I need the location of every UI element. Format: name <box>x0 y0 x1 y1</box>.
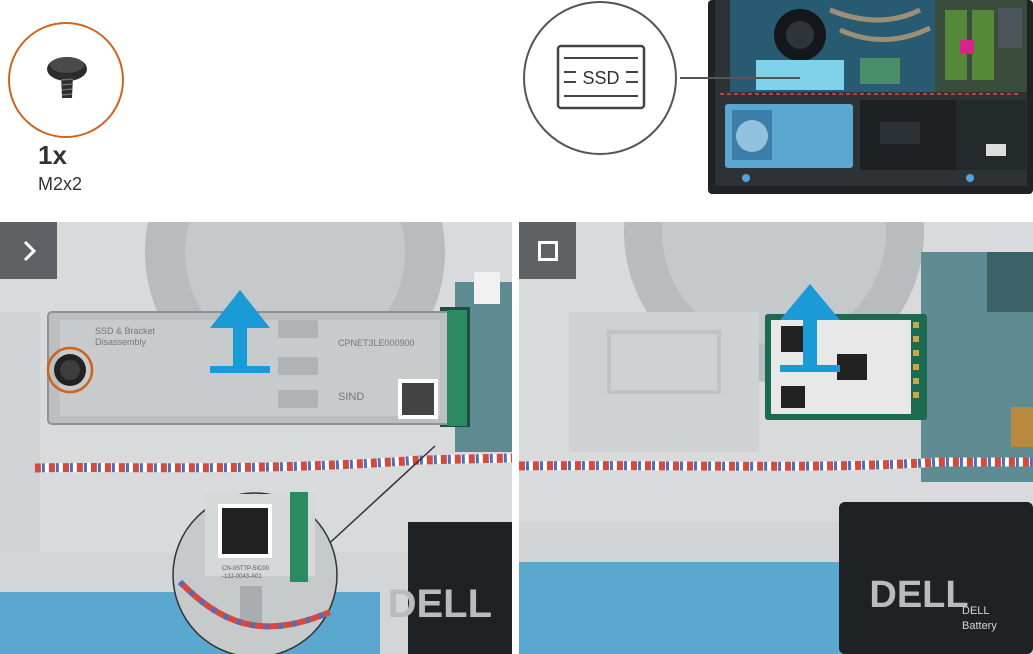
ssd-icon: SSD <box>558 46 644 108</box>
screw-size: M2x2 <box>38 174 82 195</box>
screw-callout: 1x M2x2 <box>8 22 128 192</box>
square-stop-icon <box>536 239 560 263</box>
dell-logo: DELL <box>388 582 492 626</box>
ssd-label: SSD <box>582 68 619 88</box>
screw-icon <box>10 24 122 136</box>
shield-marking-1: SSD & Bracket <box>95 326 156 336</box>
dell-logo: DELL <box>869 574 968 616</box>
zoom-label-line2: -13J-0043-A01 <box>222 574 262 580</box>
step-panel-remove-shield: SSD & Bracket Disassembly CPNET3LE000900… <box>0 222 512 654</box>
laptop-base-overview <box>708 0 1033 194</box>
step-badge-end <box>519 222 576 279</box>
screw-quantity: 1x <box>38 140 67 171</box>
step-panel-remove-ssd: DELL DELL Battery <box>519 222 1033 654</box>
shield-marking-3: CPNET3LE000900 <box>338 338 415 348</box>
zoom-label-line1: CN-0ST7P-5IC00 <box>222 566 270 572</box>
ssd-locator: SSD <box>520 0 1033 200</box>
chevron-right-icon <box>17 239 41 263</box>
screw-circle <box>8 22 124 138</box>
battery-text-2: Battery <box>962 620 997 632</box>
shield-marking-2: Disassembly <box>95 337 147 347</box>
step-badge-next <box>0 222 57 279</box>
label-zoom-inset: CN-0ST7P-5IC00 -13J-0043-A01 <box>173 492 337 654</box>
battery-text-1: DELL <box>962 605 990 617</box>
shield-marking-4: SIND <box>338 391 364 403</box>
